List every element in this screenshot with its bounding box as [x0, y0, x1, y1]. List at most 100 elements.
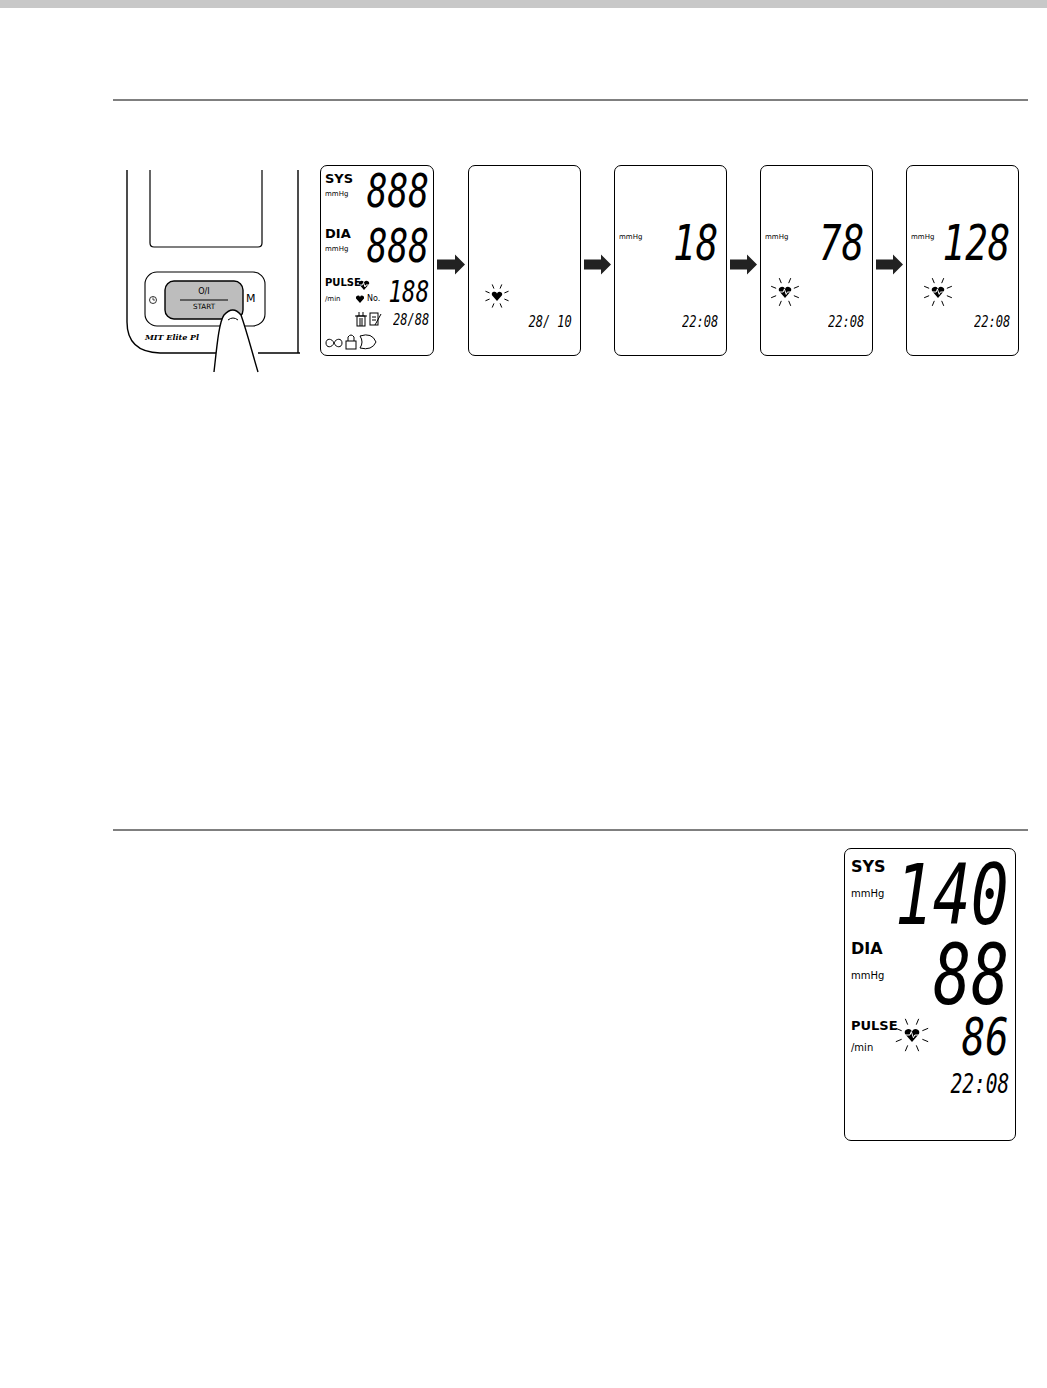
heart-icon	[932, 287, 944, 298]
lcd-screen: SYSmmHg888DIAmmHg888PULSE/minNo.18828/88	[320, 165, 434, 356]
lcd-screen: 28/ 10	[468, 165, 581, 356]
blink-ray	[771, 296, 776, 298]
device-screen	[150, 170, 262, 247]
button-panel	[145, 272, 265, 326]
lcd-label: mmHg	[851, 889, 884, 899]
sequence-arrow	[730, 255, 757, 275]
lcd-digits: 28/88	[393, 312, 429, 328]
sequence-arrow	[437, 255, 465, 275]
lcd-label: /min	[325, 296, 341, 303]
finger	[214, 310, 258, 372]
blink-ray	[500, 284, 502, 288]
rule-line	[113, 830, 1028, 831]
blink-ray	[779, 278, 781, 283]
sequence-arrow	[876, 255, 903, 275]
blink-ray	[947, 286, 952, 288]
blink-ray	[905, 1019, 907, 1025]
blink-ray	[932, 278, 934, 283]
blink-ray	[942, 301, 944, 306]
lcd-screen: mmHg 128 22:08	[906, 165, 1019, 356]
clock-icon	[150, 297, 157, 304]
heart-icon	[779, 287, 791, 298]
lcd-label: MIT Elite Pl	[145, 333, 199, 341]
fingernail	[228, 318, 238, 320]
lcd-digits: 888	[367, 168, 429, 214]
lcd-label: /min	[851, 1043, 873, 1053]
blink-ray	[932, 301, 934, 306]
lcd-label: mmHg	[765, 234, 788, 241]
blink-ray	[916, 1045, 918, 1051]
blink-ray	[492, 303, 494, 307]
device-body: M MIT Elite Pl O/I START	[125, 165, 303, 373]
blink-ray	[504, 299, 508, 301]
blink-ray	[947, 296, 952, 298]
blink-ray	[922, 1039, 928, 1041]
blink-ray	[905, 1045, 907, 1051]
lcd-label: mmHg	[911, 234, 934, 241]
start-button: O/I START	[165, 281, 243, 319]
rule-line	[113, 100, 1028, 101]
pulse-wave	[932, 289, 944, 294]
lcd-label: DIA	[851, 941, 883, 957]
blink-ray	[789, 278, 791, 283]
top-band	[0, 0, 1047, 8]
lcd-digits: 18	[673, 218, 718, 268]
lcd-digits: 22:08	[682, 314, 718, 330]
lcd-digits: 188	[388, 277, 429, 307]
blink-ray	[789, 301, 791, 306]
pulse-wave	[905, 1032, 919, 1038]
lcd-icons	[326, 312, 381, 349]
blink-ray	[922, 1028, 928, 1030]
lcd-screen: mmHg 78 22:08	[760, 165, 873, 356]
lcd-digits: 22:08	[828, 314, 864, 330]
button-divider	[180, 300, 228, 301]
blink-ray	[485, 291, 489, 293]
lcd-label: mmHg	[325, 191, 348, 198]
clock-icon	[153, 298, 155, 301]
blink-ray	[942, 278, 944, 283]
blink-ray	[896, 1039, 902, 1041]
sequence-arrow	[584, 255, 611, 275]
blink-ray	[771, 286, 776, 288]
lcd-label: mmHg	[325, 246, 348, 253]
blink-ray	[779, 301, 781, 306]
lcd-screen: mmHg 18 22:08	[614, 165, 727, 356]
heart-icon	[356, 296, 364, 303]
lcd-label: PULSE	[851, 1019, 898, 1032]
heart-icon	[492, 292, 502, 301]
blink-ray	[794, 286, 799, 288]
device-outline	[258, 170, 300, 353]
lcd-label: No.	[367, 295, 380, 303]
lcd-label: SYS	[325, 172, 353, 185]
blink-ray	[492, 284, 494, 288]
lcd-screen: SYS mmHg 140DIA mmHg 88PULSE/min 86 22:08	[844, 848, 1016, 1141]
lcd-label: SYS	[851, 859, 886, 875]
lcd-label: O/I	[165, 287, 243, 295]
lcd-label: M	[246, 293, 256, 304]
blink-ray	[924, 296, 929, 298]
blink-ray	[504, 291, 508, 293]
heart-icon	[905, 1029, 919, 1042]
lcd-digits: 22:08	[974, 314, 1010, 330]
lcd-label: DIA	[325, 227, 351, 240]
lcd-digits: 888	[367, 223, 429, 269]
blink-ray	[924, 286, 929, 288]
lcd-label: PULSE	[325, 278, 361, 288]
lcd-label: mmHg	[619, 234, 642, 241]
lcd-digits: 22:08	[950, 1071, 1009, 1097]
lcd-label: mmHg	[851, 971, 884, 981]
blink-ray	[916, 1019, 918, 1025]
pulse-wave	[779, 289, 791, 294]
blink-ray	[500, 303, 502, 307]
lcd-digits: 128	[942, 218, 1010, 268]
lcd-digits: 78	[819, 218, 864, 268]
lcd-label: START	[165, 303, 243, 310]
blink-ray	[485, 299, 489, 301]
lcd-digits: 86	[962, 1011, 1009, 1063]
lcd-digits: 88	[933, 933, 1009, 1017]
lcd-digits: 28/ 10	[529, 314, 572, 330]
lcd-digits: 140	[895, 853, 1009, 937]
blink-ray	[794, 296, 799, 298]
